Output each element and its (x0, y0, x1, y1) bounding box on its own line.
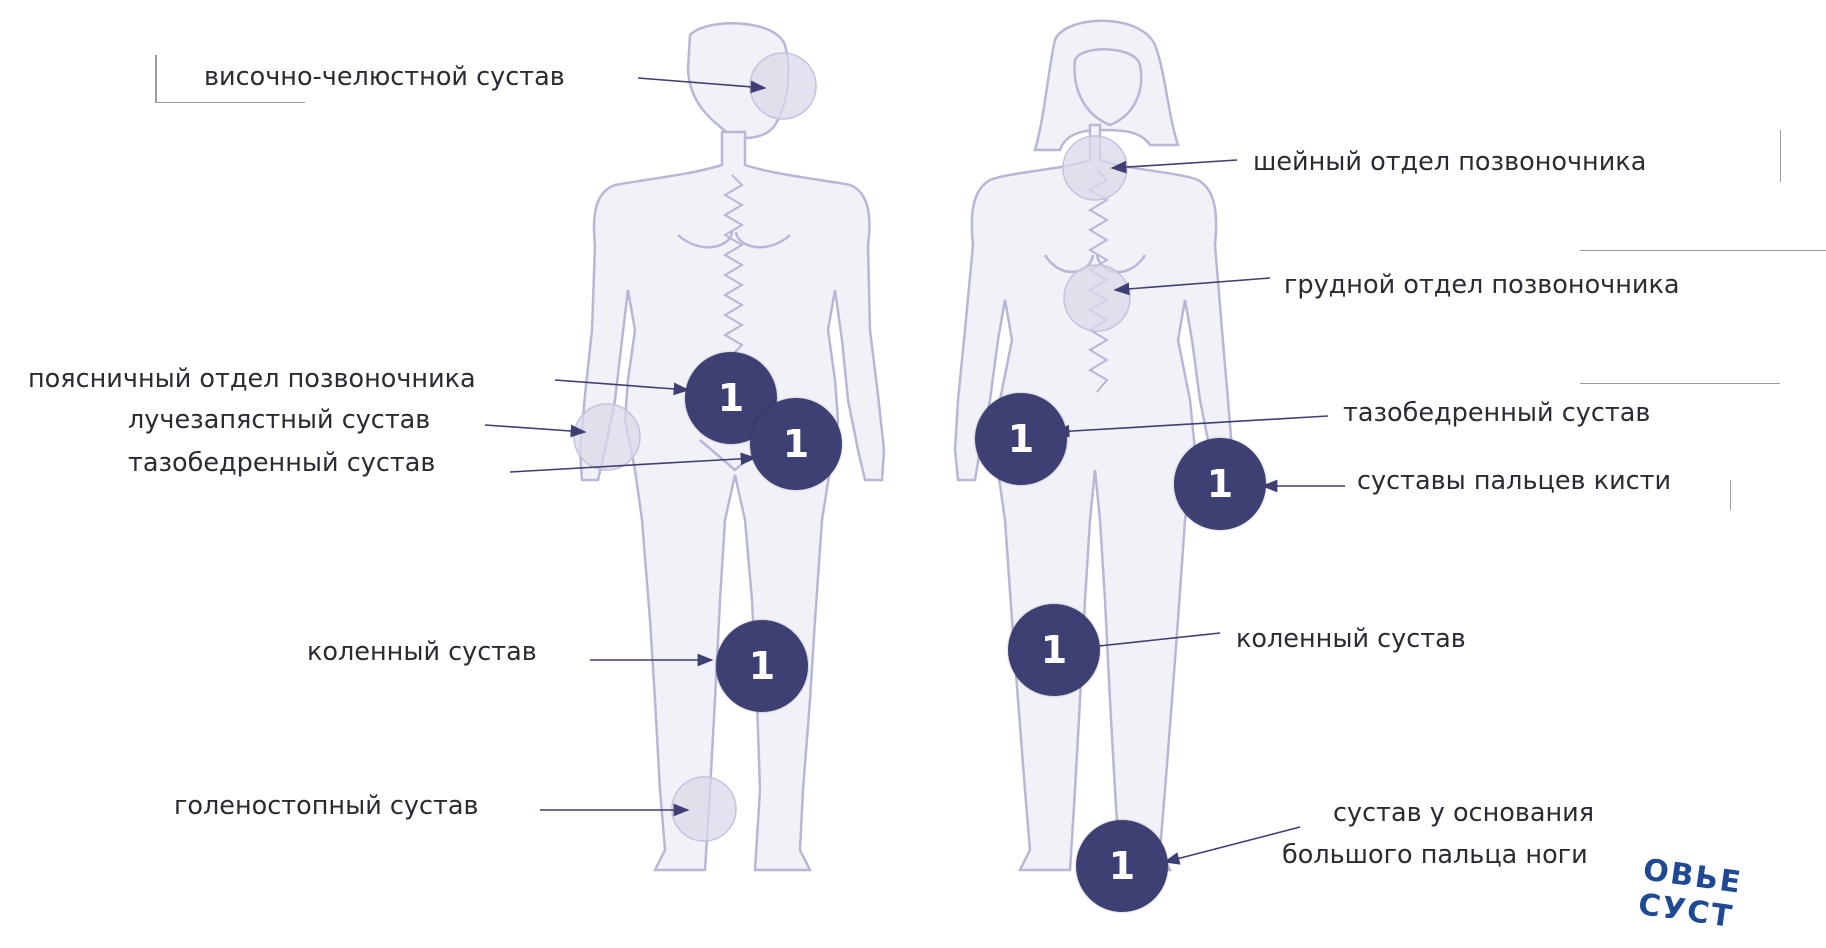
label-knee-right: коленный сустав (1236, 624, 1466, 654)
badge-hip-female: 1 (975, 393, 1067, 485)
label-ankle: голеностопный сустав (174, 791, 479, 821)
frame-line (1580, 250, 1826, 251)
marker-ankle (672, 777, 736, 841)
label-hip-left: тазобедренный сустав (128, 448, 435, 478)
marker-wrist (574, 404, 640, 470)
marker-temporomandibular (750, 53, 816, 119)
label-hip-right: тазобедренный сустав (1343, 398, 1650, 428)
label-cervical-spine: шейный отдел позвоночника (1253, 147, 1646, 177)
badge-big-toe: 1 (1076, 820, 1168, 912)
label-big-toe-line2: большого пальца ноги (1282, 840, 1588, 870)
label-knee-left: коленный сустав (307, 637, 537, 667)
label-temporomandibular: височно-челюстной сустав (204, 62, 565, 92)
label-wrist: лучезапястный сустав (128, 405, 430, 435)
badge-knee-female: 1 (1008, 604, 1100, 696)
frame-line (1730, 480, 1731, 510)
label-thoracic-spine: грудной отдел позвоночника (1284, 270, 1680, 300)
label-big-toe-line1: сустав у основания (1333, 798, 1594, 828)
frame-line (155, 102, 305, 103)
badge-hip-male: 1 (750, 398, 842, 490)
badge-knee-male: 1 (716, 620, 808, 712)
marker-thoracic (1064, 265, 1130, 331)
badge-fingers: 1 (1174, 438, 1266, 530)
label-lumbar-spine: поясничный отдел позвоночника (28, 364, 476, 394)
frame-line (1780, 130, 1781, 182)
frame-line (155, 55, 157, 103)
frame-line (1580, 383, 1780, 384)
label-finger-joints: суставы пальцев кисти (1357, 466, 1671, 496)
